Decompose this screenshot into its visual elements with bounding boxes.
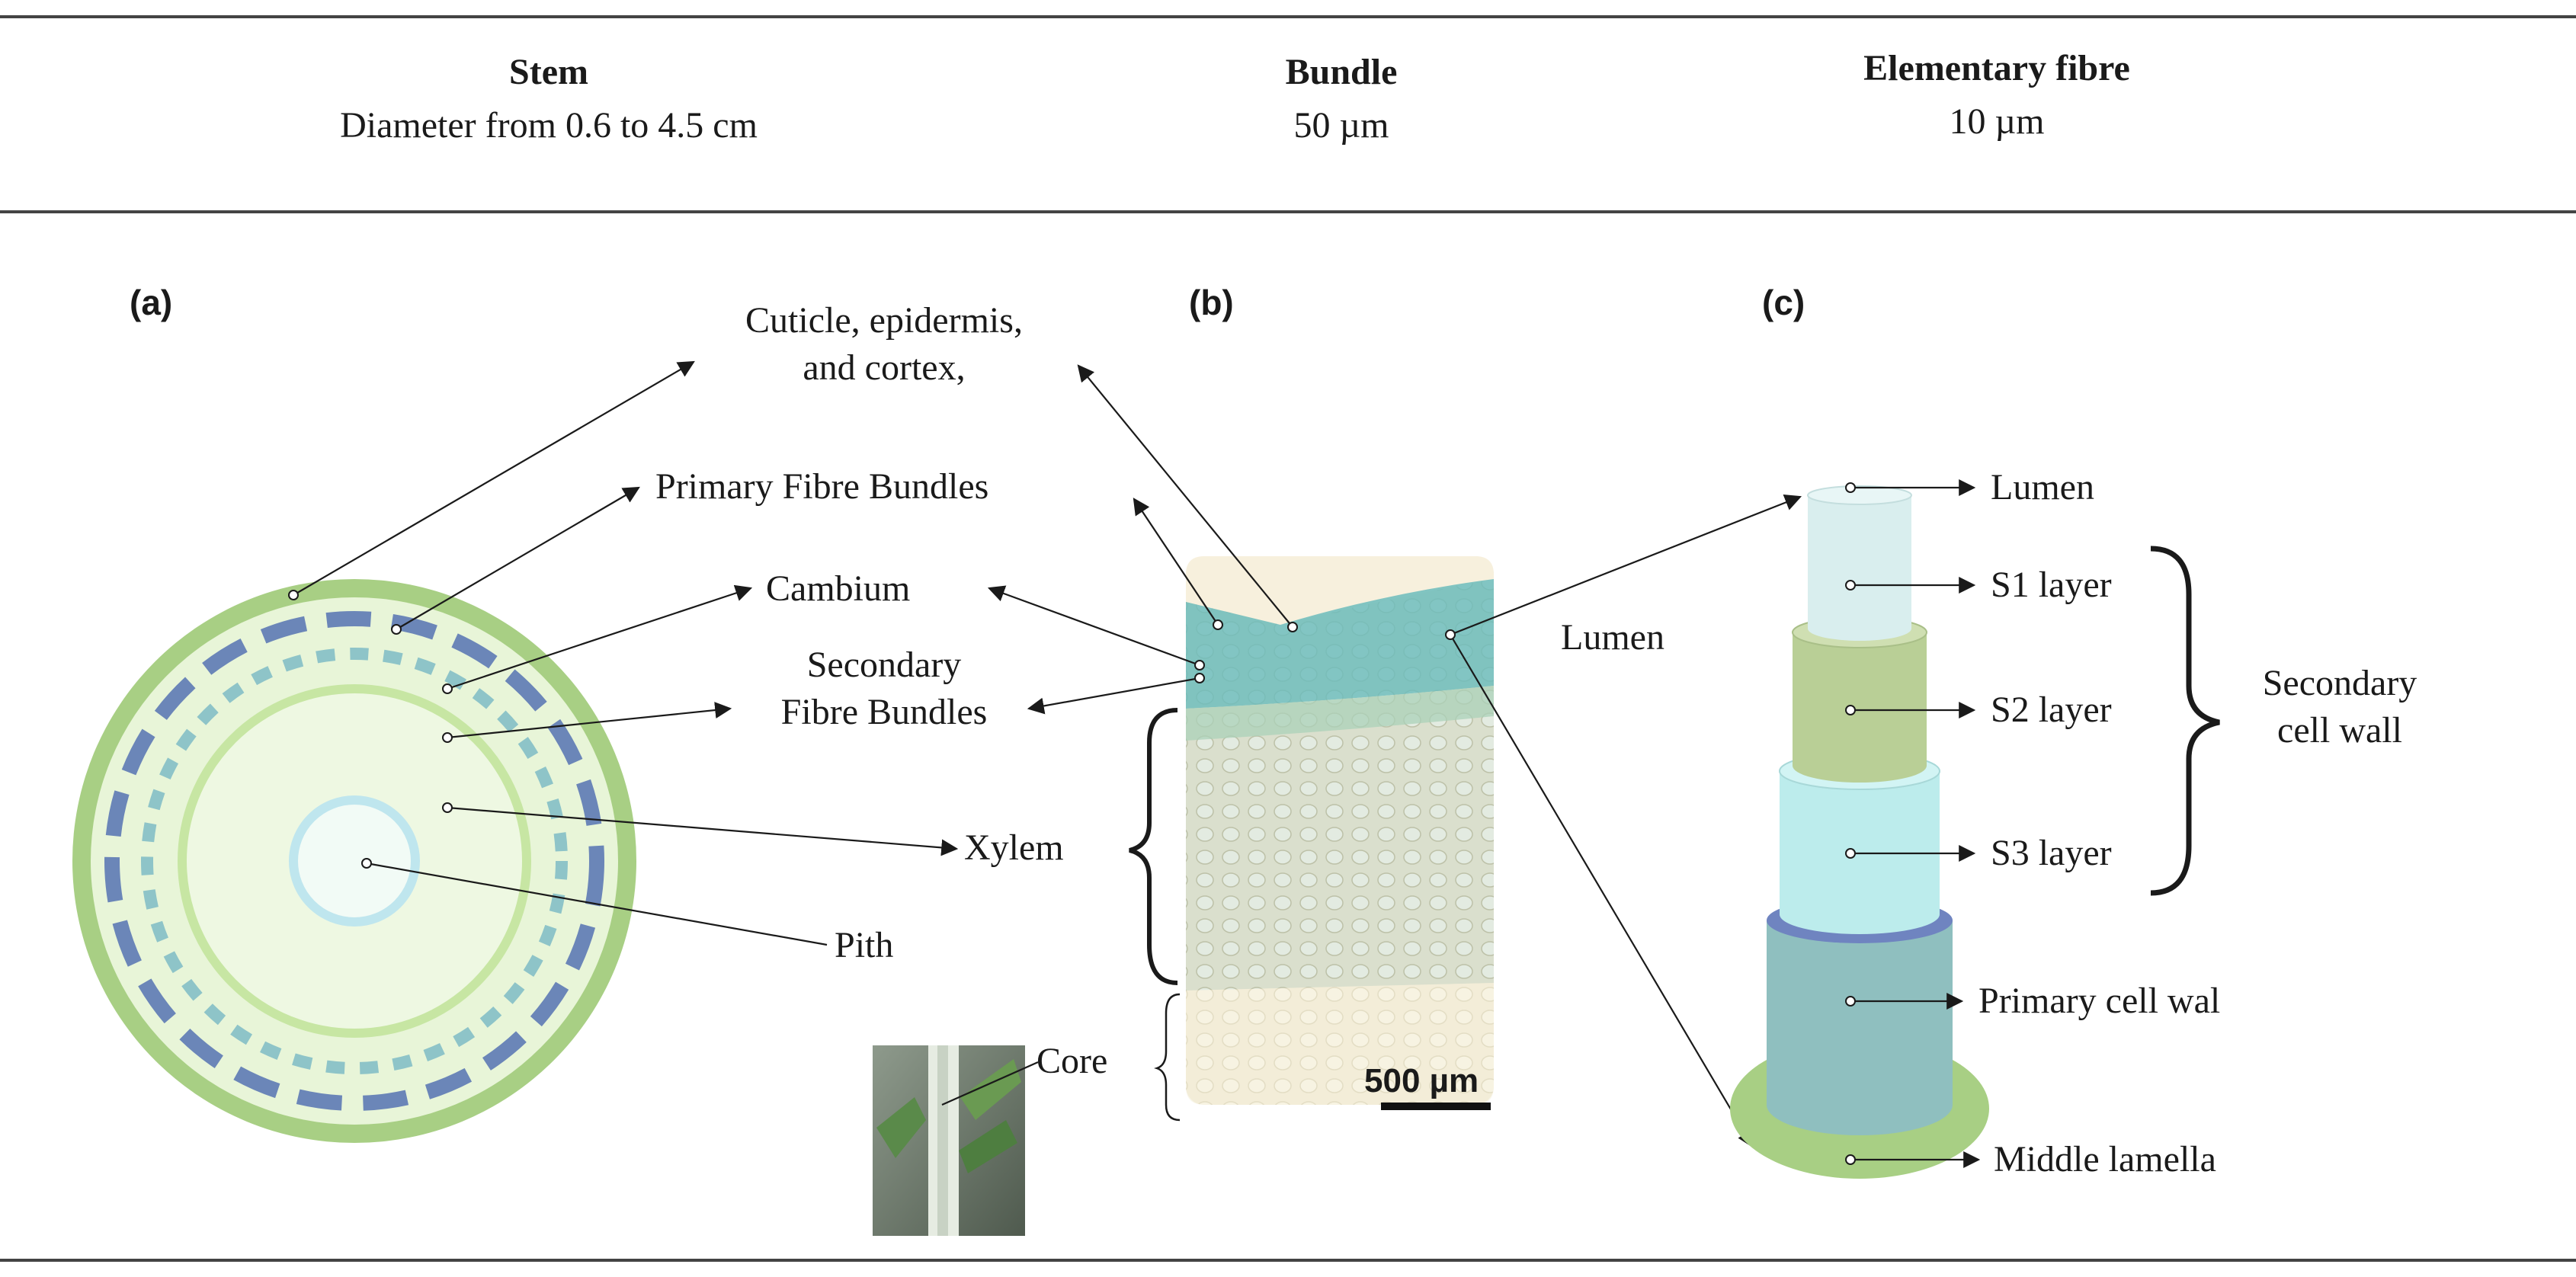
header-fibre-title: Elementary fibre [1863, 48, 2130, 88]
dot-c-s2 [1845, 705, 1856, 715]
secondary-cell-wall-brace [2150, 546, 2220, 896]
dot-cuticle [288, 590, 299, 600]
leader-lumen-to-fibre-base [1450, 634, 1754, 1148]
label-core: Core [1036, 1041, 1108, 1081]
dot-c-s1 [1845, 580, 1856, 590]
panel-label-a: (a) [130, 283, 173, 322]
panel-a-dots [288, 590, 453, 869]
leader-b-cuticle [1077, 364, 1293, 628]
primary-fibre-bundles-ring [104, 611, 604, 1111]
dot-pith [361, 858, 372, 869]
leader-b-cambium [987, 585, 1200, 667]
header-fibre: Elementary fibre 10 µm [1768, 42, 2225, 149]
label-cuticle-line2: and cortex, [803, 347, 966, 388]
dot-secondary-bundles [442, 732, 453, 743]
dot-c-lumen [1845, 482, 1856, 493]
dot-primary-bundles [391, 624, 402, 635]
panel-a-leaders [293, 360, 959, 946]
leader-pith [366, 862, 828, 946]
dot-b-cambium [1194, 660, 1205, 671]
stem-cross-section [72, 579, 636, 1143]
panel-b-leaders [941, 364, 1802, 1148]
leader-lumen-to-fibre-top [1450, 494, 1802, 636]
header-bundle-value: 50 µm [1293, 105, 1389, 146]
label-secondary-bundles: Secondary Fibre Bundles [716, 642, 1052, 736]
label-secondary-line2: Fibre Bundles [780, 692, 988, 732]
table-top-rule [0, 15, 2576, 18]
label-secondary-line1: Secondary [806, 645, 962, 685]
leader-cambium [447, 584, 753, 690]
micrograph-bark [1186, 556, 1494, 625]
dot-xylem [442, 802, 453, 813]
label-pith: Pith [835, 925, 894, 965]
dot-c-primary-wall [1845, 996, 1856, 1007]
micrograph [1186, 556, 1494, 1110]
label-xylem: Xylem [964, 827, 1064, 868]
label-c-s1: S1 layer [1991, 565, 2112, 605]
leader-b-secondary-bundles [1027, 677, 1200, 715]
label-cuticle-line1: Cuticle, epidermis, [745, 300, 1023, 341]
core-photo-stem-core [937, 1045, 948, 1236]
leader-core [941, 1061, 1039, 1106]
header-bundle: Bundle 50 µm [1189, 46, 1494, 152]
core-photo-leaf-lower [959, 1120, 1017, 1173]
dot-c-middle-lamella [1845, 1154, 1856, 1165]
panel-label-b: (b) [1189, 283, 1234, 322]
lumen-top [1807, 485, 1912, 505]
label-c-secondary-wall: Secondary cell wall [2225, 660, 2454, 754]
panel-c-dots [1845, 482, 1856, 1165]
elementary-fibre [1730, 485, 1989, 1179]
leader-cuticle [293, 360, 695, 596]
dot-b-secondary-bundles [1194, 673, 1205, 683]
dot-b-lumen [1445, 629, 1456, 640]
label-c-middle-lamella: Middle lamella [1994, 1139, 2216, 1179]
label-c-primary-wall: Primary cell wal [1978, 981, 2221, 1021]
s2-layer [1793, 632, 1927, 783]
label-c-s2: S2 layer [1991, 690, 2112, 730]
header-stem-value: Diameter from 0.6 to 4.5 cm [340, 105, 758, 146]
pith [289, 795, 420, 927]
s1-layer [1808, 495, 1911, 641]
label-c-lumen: Lumen [1991, 467, 2094, 507]
leader-primary-bundles [396, 486, 640, 630]
core-photo [873, 1045, 1025, 1236]
panel-label-c: (c) [1762, 283, 1805, 322]
label-cuticle: Cuticle, epidermis, and cortex, [671, 297, 1097, 392]
dot-b-primary-bundles [1213, 619, 1223, 630]
panel-c-leaders [1850, 479, 1981, 1168]
label-c-s3: S3 layer [1991, 833, 2112, 873]
core-brace [1154, 993, 1181, 1122]
leader-b-primary-bundles [1133, 498, 1219, 626]
header-fibre-value: 10 µm [1949, 101, 2045, 142]
label-scale-bar: 500 µm [1364, 1062, 1479, 1099]
micrograph-core-shading [1186, 983, 1494, 1105]
dot-b-cuticle [1287, 622, 1298, 632]
label-c-secondary-line1: Secondary [2262, 663, 2417, 703]
micrograph-tissue-shading [1186, 716, 1494, 991]
header-bundle-title: Bundle [1285, 52, 1398, 92]
label-c-secondary-line2: cell wall [2277, 710, 2402, 751]
label-cambium: Cambium [766, 568, 911, 609]
core-photo-leaf-left [876, 1097, 926, 1158]
micrograph-cambium-band [1186, 686, 1494, 741]
leader-xylem [447, 806, 959, 856]
header-stem-title: Stem [509, 52, 588, 92]
xylem-brace [1129, 708, 1178, 985]
leader-secondary-bundles [447, 702, 732, 739]
primary-cell-wall [1767, 920, 1953, 1135]
scale-bar [1381, 1103, 1491, 1110]
dot-cambium [442, 683, 453, 694]
label-primary-bundles: Primary Fibre Bundles [655, 466, 989, 507]
table-header-rule [0, 210, 2576, 213]
dot-c-s3 [1845, 848, 1856, 859]
table-bottom-rule [0, 1259, 2576, 1262]
secondary-fibre-bundles-ring [141, 648, 568, 1074]
micrograph-fibre-layer [1186, 579, 1494, 709]
core-photo-leaf-right [960, 1059, 1021, 1120]
header-stem: Stem Diameter from 0.6 to 4.5 cm [221, 46, 876, 152]
panel-b-dots [1194, 619, 1456, 683]
label-lumen-b: Lumen [1561, 617, 1664, 658]
